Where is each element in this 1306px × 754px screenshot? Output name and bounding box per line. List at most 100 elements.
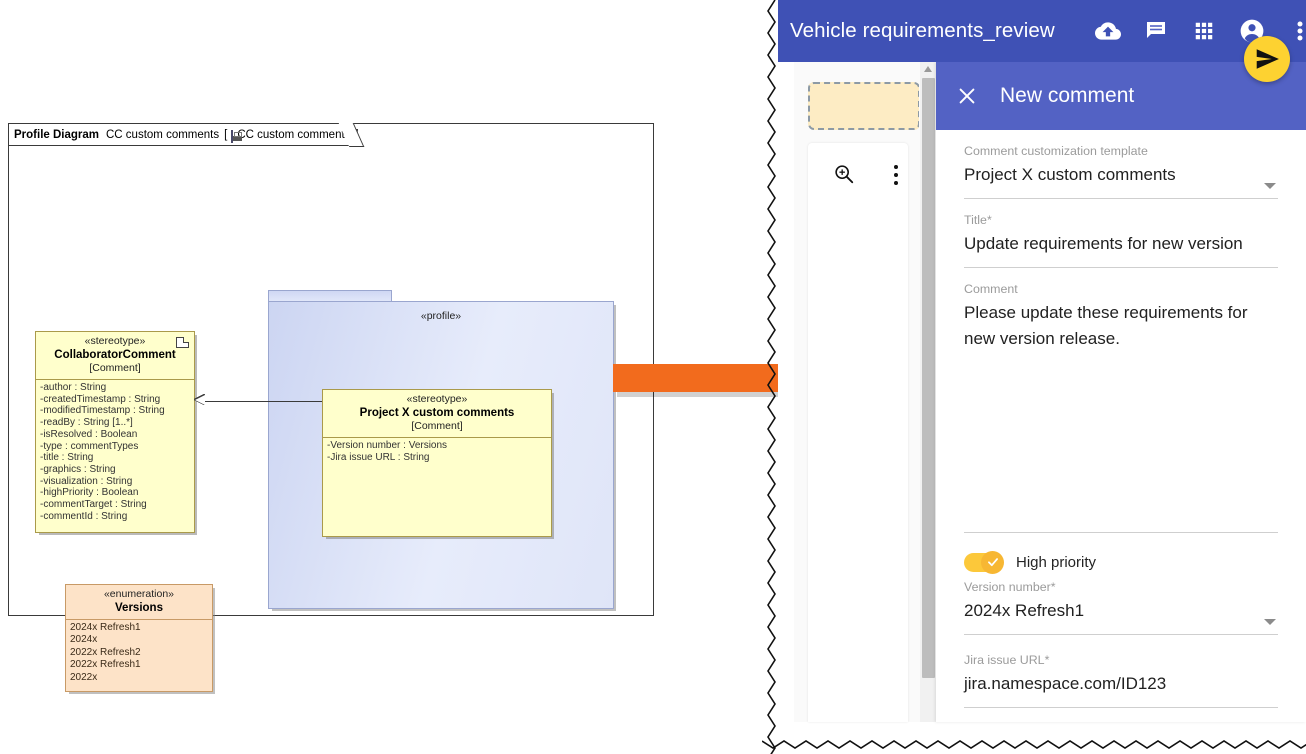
field-value: 2024x Refresh1 <box>964 601 1085 620</box>
class-name: Project X custom comments <box>359 407 515 419</box>
field-value: Project X custom comments <box>964 165 1176 184</box>
diagram-canvas-area[interactable] <box>794 62 936 722</box>
uml-class-collaborator-comment[interactable]: «stereotype» CollaboratorComment [Commen… <box>35 331 195 533</box>
zoom-in-icon[interactable] <box>833 163 855 185</box>
high-priority-label: High priority <box>1016 554 1097 571</box>
attribute: -commentId : String <box>40 510 128 522</box>
divider <box>323 437 551 438</box>
element-toolbar-card <box>808 143 908 722</box>
field-label: Comment customization template <box>964 144 1148 158</box>
send-button[interactable] <box>1244 36 1290 82</box>
attribute: -Version number : Versions <box>327 440 448 451</box>
check-icon <box>987 558 998 567</box>
torn-edge-bottom <box>762 740 1306 749</box>
chevron-down-icon[interactable] <box>1264 619 1276 625</box>
field-comment-customization-template[interactable]: Comment customization template Project X… <box>964 130 1278 199</box>
attribute: -Jira issue URL : String <box>327 451 430 463</box>
app-window: New comment Comment customization templa… <box>762 0 1306 754</box>
enum-name: Versions <box>115 602 163 614</box>
enum-literal: 2022x Refresh2 <box>70 646 141 658</box>
field-underline <box>964 634 1278 635</box>
apps-grid-icon[interactable] <box>1187 14 1221 48</box>
more-vert-icon[interactable] <box>888 161 904 187</box>
class-stereotype: «stereotype» <box>406 393 468 405</box>
generalization-arrow-icon <box>195 395 205 405</box>
attribute: -commentTarget : String <box>40 499 147 511</box>
comment-panel-body: Comment customization template Project X… <box>936 130 1306 722</box>
divider <box>36 379 194 380</box>
diagram-name-label: CC custom comments <box>106 128 220 141</box>
divider <box>66 619 212 620</box>
diagram-icon <box>231 130 243 143</box>
enum-literal: 2024x <box>70 634 98 646</box>
more-vert-icon[interactable] <box>1283 14 1306 48</box>
attribute: -title : String <box>40 452 94 464</box>
enum-literal: 2022x Refresh1 <box>70 659 141 671</box>
profile-package-tab <box>268 290 392 302</box>
class-header: «stereotype» Project X custom comments [… <box>323 390 551 437</box>
app-inner-surface: New comment Comment customization templa… <box>778 0 1306 738</box>
diagram-context-label: CC custom comments <box>237 128 351 141</box>
chevron-down-icon[interactable] <box>1264 183 1276 189</box>
attribute: -readBy : String [1..*] <box>40 417 133 429</box>
uml-class-project-x-custom-comments[interactable]: «stereotype» Project X custom comments [… <box>322 389 552 537</box>
enum-header: «enumeration» Versions <box>66 585 212 619</box>
section-divider <box>964 532 1278 533</box>
attribute: -isResolved : Boolean <box>40 428 138 440</box>
high-priority-toggle[interactable] <box>964 550 1004 574</box>
class-stereotype: «stereotype» <box>84 335 146 347</box>
comment-panel-header: New comment <box>936 62 1306 130</box>
sticky-note[interactable] <box>808 82 920 130</box>
cloud-upload-icon[interactable] <box>1091 14 1125 48</box>
diagram-title-tab: Profile Diagram CC custom comments [ CC … <box>9 124 359 146</box>
jira-url-input[interactable]: jira.namespace.com/ID123 <box>964 674 1167 693</box>
uml-enumeration-versions[interactable]: «enumeration» Versions 2024x Refresh1 20… <box>65 584 213 692</box>
note-icon <box>176 337 189 348</box>
close-icon[interactable] <box>956 85 978 107</box>
send-icon <box>1256 49 1279 69</box>
field-label: Title* <box>964 213 992 227</box>
field-underline <box>964 267 1278 268</box>
comment-panel-title: New comment <box>1000 84 1135 107</box>
comment-icon[interactable] <box>1139 14 1173 48</box>
attribute: -visualization : String <box>40 475 133 487</box>
field-comment[interactable]: Comment Please update these requirements… <box>964 268 1278 360</box>
class-name: CollaboratorComment <box>54 349 176 361</box>
field-underline <box>964 707 1278 708</box>
attribute: -author : String <box>40 382 107 393</box>
app-title: Vehicle requirements_review <box>790 19 1055 42</box>
profile-package-stereotype: «profile» <box>420 310 462 322</box>
class-metaclass: [Comment] <box>89 362 141 374</box>
title-input[interactable]: Update requirements for new version <box>964 234 1243 253</box>
high-priority-row[interactable]: High priority <box>964 533 1278 574</box>
attribute: -highPriority : Boolean <box>40 487 139 499</box>
enum-stereotype: «enumeration» <box>103 588 175 600</box>
comment-textarea[interactable]: Please update these requirements for new… <box>964 303 1248 348</box>
app-header-bar: Vehicle requirements_review <box>778 0 1306 62</box>
toggle-knob <box>981 550 1004 574</box>
attribute: -graphics : String <box>40 463 116 475</box>
diagram-kind-label: Profile Diagram <box>14 128 99 141</box>
field-jira-issue-url[interactable]: Jira issue URL* jira.namespace.com/ID123 <box>964 635 1278 708</box>
class-metaclass: [Comment] <box>411 420 463 432</box>
enum-literal: 2024x Refresh1 <box>70 622 141 633</box>
enum-literals: 2024x Refresh1 2024x 2022x Refresh2 2022… <box>66 620 212 687</box>
generalization-line <box>205 400 322 402</box>
class-attributes: -Version number : Versions -Jira issue U… <box>323 438 551 466</box>
new-comment-panel: New comment Comment customization templa… <box>936 62 1306 722</box>
field-title[interactable]: Title* Update requirements for new versi… <box>964 199 1278 268</box>
scrollbar-thumb[interactable] <box>922 78 935 678</box>
scroll-up-arrow-icon[interactable] <box>924 66 932 72</box>
vertical-scrollbar[interactable] <box>919 62 936 722</box>
attribute: -modifiedTimestamp : String <box>40 405 165 417</box>
class-header: «stereotype» CollaboratorComment [Commen… <box>36 332 194 379</box>
field-label: Jira issue URL* <box>964 653 1050 667</box>
field-version-number[interactable]: Version number* 2024x Refresh1 <box>964 572 1278 635</box>
profile-diagram-frame: Profile Diagram CC custom comments [ CC … <box>8 123 654 692</box>
close-bracket: ] <box>355 128 359 141</box>
header-icon-group <box>1077 14 1306 48</box>
attribute: -type : commentTypes <box>40 440 139 452</box>
torn-edge-left <box>767 0 776 754</box>
field-underline <box>964 198 1278 199</box>
attribute: -createdTimestamp : String <box>40 393 161 405</box>
